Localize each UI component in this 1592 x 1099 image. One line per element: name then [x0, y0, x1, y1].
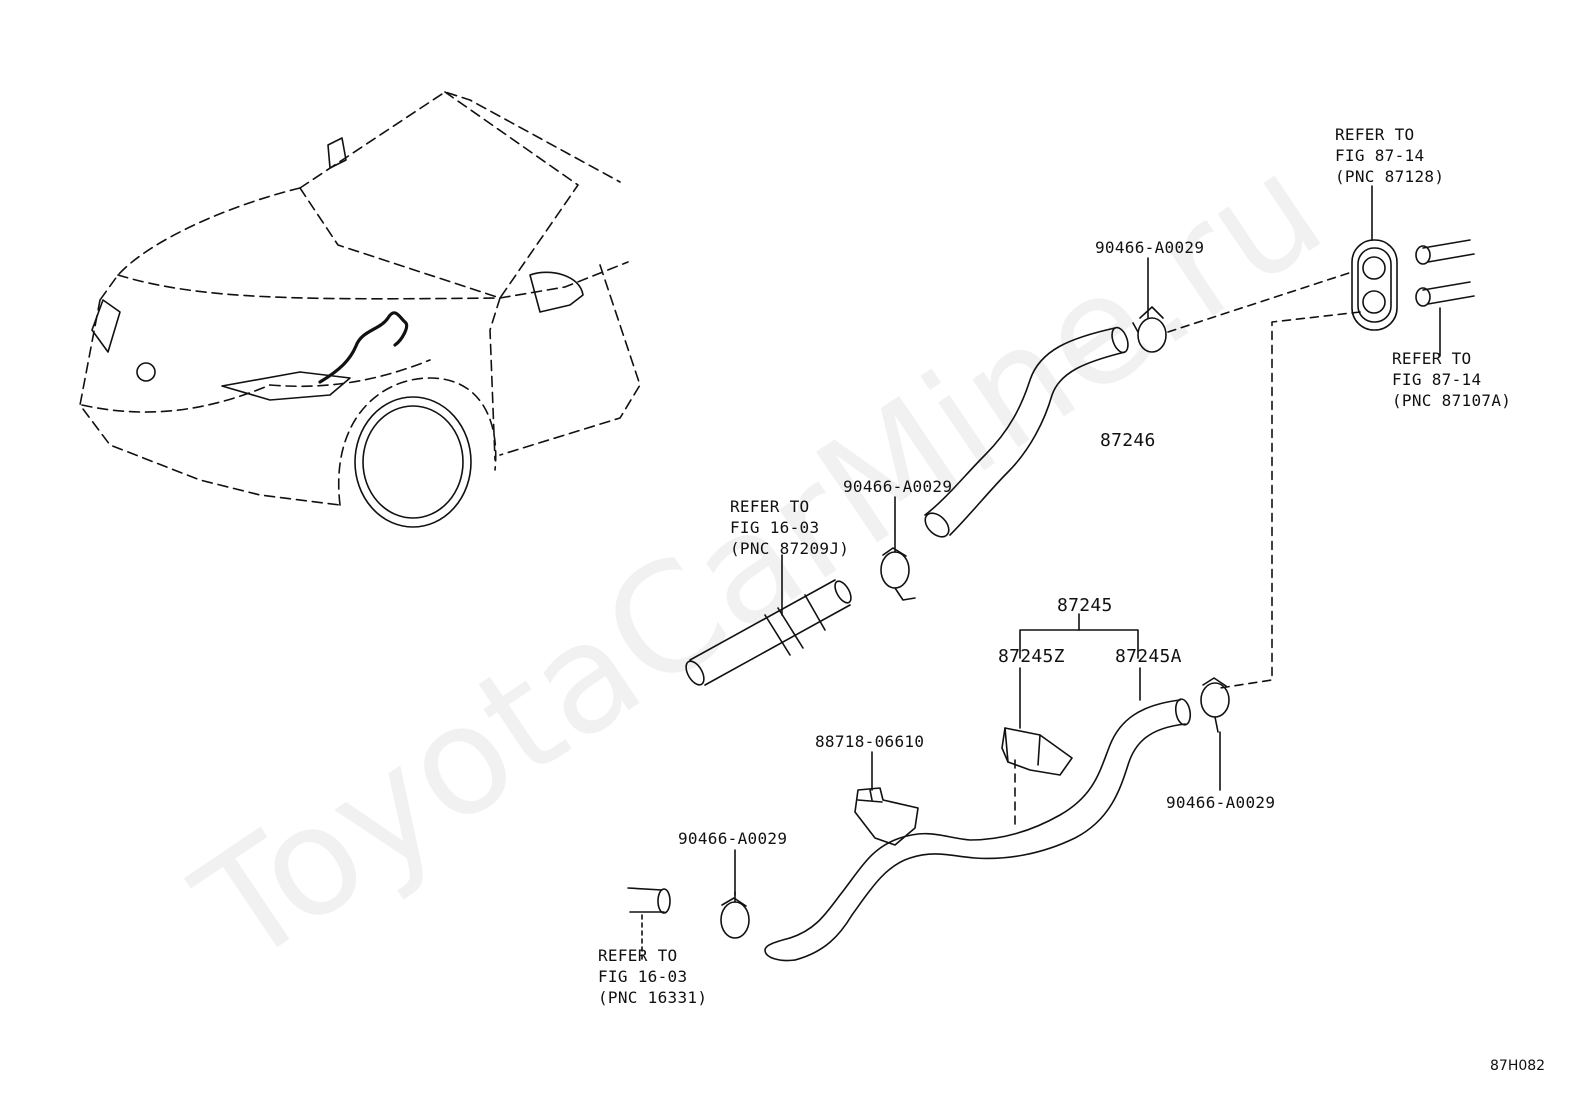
- refer-87209j-label: REFER TO FIG 16-03 (PNC 87209J): [730, 496, 849, 559]
- clamp-bottom-shape: [721, 892, 749, 938]
- clamp-right-label: 90466-A0029: [1166, 793, 1276, 812]
- refer-87209j-line2: FIG 16-03: [730, 518, 820, 537]
- nozzle-fitting-shape: [682, 579, 854, 688]
- car-solid-details: [92, 138, 583, 527]
- refer-87128-line3: (PNC 87128): [1335, 167, 1445, 186]
- connection-lines: [1015, 272, 1360, 830]
- clamp-top-label: 90466-A0029: [1095, 238, 1205, 257]
- refer-16331-label: REFER TO FIG 16-03 (PNC 16331): [598, 945, 707, 1008]
- refer-16331-line2: FIG 16-03: [598, 967, 688, 986]
- hose-87245a-label: 87245A: [1115, 646, 1182, 667]
- hose-87245z-label: 87245Z: [998, 646, 1065, 667]
- refer-87209j-line1: REFER TO: [730, 497, 810, 516]
- refer-87128-line1: REFER TO: [1335, 125, 1415, 144]
- hose-87245a-shape: [765, 698, 1192, 961]
- refer-87209j-line3: (PNC 87209J): [730, 539, 850, 558]
- hose-87245-label: 87245: [1057, 595, 1113, 616]
- hose-87246-shape: [921, 325, 1131, 541]
- clamp-top-shape: [1133, 307, 1166, 352]
- refer-16331-line3: (PNC 16331): [598, 988, 708, 1007]
- clamp-mid-label: 90466-A0029: [843, 477, 953, 496]
- clamp-mid-shape: [881, 548, 915, 600]
- hose-87246-label: 87246: [1100, 430, 1156, 451]
- refer-16331-line1: REFER TO: [598, 946, 678, 965]
- clamp-right-shape: [1201, 678, 1229, 732]
- car-washer-hose: [320, 313, 407, 382]
- refer-87107a-line2: FIG 87-14: [1392, 370, 1482, 389]
- pipe-bottom-shape: [628, 888, 670, 913]
- clamp-87245z-shape: [1002, 728, 1072, 775]
- car-outline: [80, 92, 640, 505]
- diagram-code: 87H082: [1490, 1058, 1546, 1074]
- clamp-bottom-label: 90466-A0029: [678, 829, 788, 848]
- refer-87128-label: REFER TO FIG 87-14 (PNC 87128): [1335, 124, 1444, 187]
- refer-87107a-line3: (PNC 87107A): [1392, 391, 1512, 410]
- refer-87107a-line1: REFER TO: [1392, 349, 1472, 368]
- clamp-88718-shape: [855, 788, 918, 845]
- refer-87128-line2: FIG 87-14: [1335, 146, 1425, 165]
- refer-87107a-label: REFER TO FIG 87-14 (PNC 87107A): [1392, 348, 1511, 411]
- right-pipes-shape: [1416, 240, 1474, 306]
- clamp-88718-label: 88718-06610: [815, 732, 925, 751]
- joint-connector-shape: [1352, 240, 1397, 330]
